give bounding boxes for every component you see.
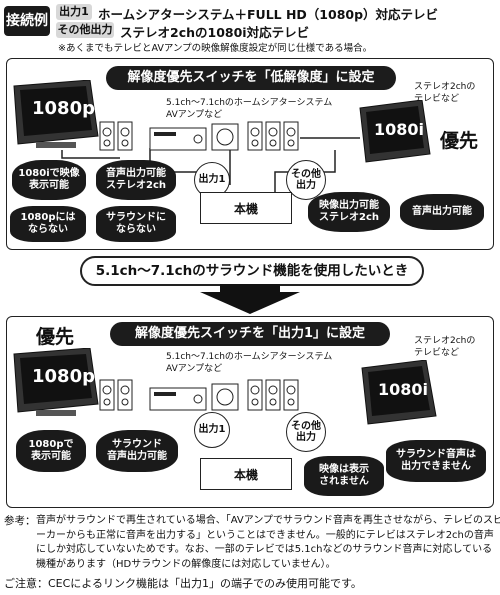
surround-banner: 5.1ch〜7.1chのサラウンド機能を使用したいとき xyxy=(80,256,424,286)
top-left-tv-screen-text: 1080p xyxy=(32,98,95,119)
top-right-tv-caption-1: ステレオ2chの xyxy=(414,82,476,92)
top-priority-label: 優先 xyxy=(440,130,479,152)
bottom-priority-label: 優先 xyxy=(36,326,75,348)
bottom-right-tv: 1080i xyxy=(360,359,440,426)
caution-text: ご注意：CECによるリンク機能は「出力1」の端子でのみ使用可能です。 xyxy=(4,577,362,590)
bottom-other-output-label: その他 出力 xyxy=(286,412,326,452)
other-output-tag: その他出力 xyxy=(56,22,114,38)
top-bubble-video-stereo: 映像出力可能 ステレオ2ch xyxy=(308,192,390,232)
bottom-device: 本機 xyxy=(200,458,292,490)
bottom-right-tv-screen-text: 1080i xyxy=(378,380,429,399)
speaker-icons xyxy=(99,121,299,151)
bottom-speaker-set xyxy=(98,376,308,412)
top-bubble-not-1080p: 1080pには ならない xyxy=(10,206,86,242)
top-system-caption-2: AVアンプなど xyxy=(166,110,223,120)
other-output-description: ステレオ2chの1080i対応テレビ xyxy=(120,25,310,40)
header-note: ※あくまでもテレビとAVアンプの映像解像度設定が同じ仕様である場合。 xyxy=(58,43,373,54)
top-system-caption-1: 5.1ch〜7.1chのホームシアターシステム xyxy=(166,98,333,108)
bottom-right-tv-caption-2: テレビなど xyxy=(414,348,460,358)
tv-icon xyxy=(13,347,99,416)
top-speaker-set xyxy=(98,118,308,152)
bottom-system-caption-1: 5.1ch〜7.1chのホームシアターシステム xyxy=(166,352,333,362)
speaker-icons xyxy=(99,379,299,411)
top-right-tv-screen-text: 1080i xyxy=(374,120,425,139)
bottom-right-tv-caption-1: ステレオ2chの xyxy=(414,336,476,346)
top-other-output-label: その他 出力 xyxy=(286,160,326,200)
tv-icon xyxy=(359,99,431,163)
bottom-title: 解像度優先スイッチを「出力1」に設定 xyxy=(110,322,390,346)
reference-label: 参考： xyxy=(4,515,36,527)
bottom-bubble-surround-audio: サラウンド 音声出力可能 xyxy=(96,430,178,472)
top-bubble-audio-ok: 音声出力可能 xyxy=(400,194,484,230)
reference-line-3: にしか対応していないためです。なお、一部のテレビでは5.1chなどのサラウンド音… xyxy=(36,544,493,555)
top-right-tv: 1080i xyxy=(358,99,434,166)
top-bubble-not-surround: サラウンドに ならない xyxy=(96,206,176,242)
bottom-bubble-no-video: 映像は表示 されません xyxy=(304,456,384,496)
reference-line-4: 機種があります（HDサラウンドの解像度には対応していません）。 xyxy=(36,558,336,570)
down-arrow-icon xyxy=(200,284,300,314)
reference-line-2: ーカーからも正常に音声を出力する」ということはできません。一般的にテレビはステレ… xyxy=(36,529,494,541)
example-tag: 接続例 xyxy=(4,6,50,36)
bottom-output1-label: 出力1 xyxy=(194,412,230,448)
top-device: 本機 xyxy=(200,192,292,224)
top-right-tv-caption-2: テレビなど xyxy=(414,94,460,104)
bottom-left-tv: 1080p xyxy=(10,347,100,418)
tv-icon xyxy=(361,359,437,425)
bottom-bubble-1080p-display: 1080pで 表示可能 xyxy=(16,430,86,472)
reference-line-1: 音声がサラウンドで再生されている場合、「AVアンプでサラウンド音声を再生させなが… xyxy=(36,515,500,526)
bottom-left-tv-screen-text: 1080p xyxy=(32,366,95,387)
reference-text: 音声がサラウンドで再生されている場合、「AVアンプでサラウンド音声を再生させなが… xyxy=(36,514,500,572)
top-left-tv: 1080p xyxy=(10,79,100,150)
output1-tag: 出力1 xyxy=(56,4,92,20)
bottom-system-caption-2: AVアンプなど xyxy=(166,364,223,374)
top-title: 解像度優先スイッチを「低解像度」に設定 xyxy=(106,66,396,90)
tv-icon xyxy=(13,79,99,148)
top-bubble-stereo-audio: 音声出力可能 ステレオ2ch xyxy=(96,160,176,200)
output1-description: ホームシアターシステム＋FULL HD（1080p）対応テレビ xyxy=(98,7,439,22)
top-bubble-1080i-display: 1080iで映像 表示可能 xyxy=(12,160,86,200)
bottom-bubble-no-surround: サラウンド音声は 出力できません xyxy=(386,440,486,482)
